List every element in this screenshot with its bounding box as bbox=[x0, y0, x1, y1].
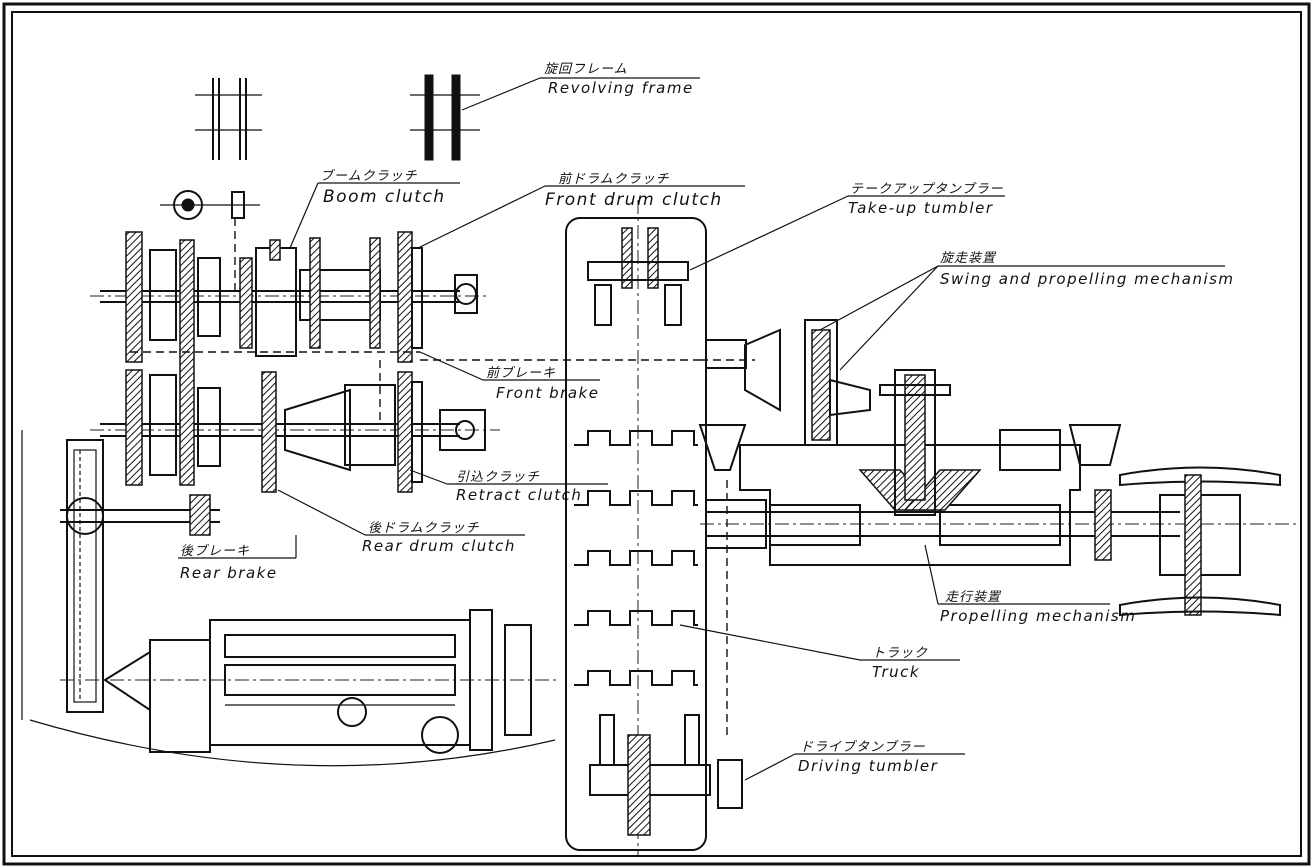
boom-clutch-jp: ブームクラッチ bbox=[320, 168, 418, 184]
front-brake-en: Front brake bbox=[496, 384, 599, 402]
label-front-brake: 前ブレーキ Front brake bbox=[486, 365, 599, 402]
revolving-frame-jp: 旋回フレーム bbox=[544, 62, 628, 77]
label-driving-tumbler: ドライブタンブラー Driving tumbler bbox=[798, 739, 938, 775]
engine bbox=[29, 609, 560, 767]
take-up-tumbler-en: Take-up tumbler bbox=[848, 199, 994, 217]
leader-lines bbox=[178, 77, 1225, 781]
label-propelling-mechanism: 走行装置 Propelling mechanism bbox=[940, 590, 1136, 625]
inner-border bbox=[11, 11, 1302, 857]
label-retract-clutch: 引込クラッチ Retract clutch bbox=[456, 470, 582, 504]
label-take-up-tumbler: テークアップタンブラー Take-up tumbler bbox=[848, 181, 1004, 217]
take-up-tumbler-jp: テークアップタンブラー bbox=[850, 181, 1004, 197]
front-brake-jp: 前ブレーキ bbox=[486, 365, 556, 381]
truck-en: Truck bbox=[872, 663, 920, 681]
revolving-frame-en: Revolving frame bbox=[548, 79, 694, 97]
label-rear-drum-clutch: 後ドラムクラッチ Rear drum clutch bbox=[362, 521, 516, 555]
label-truck: トラック Truck bbox=[872, 646, 928, 681]
drum-clutch-assembly bbox=[90, 190, 700, 493]
label-rear-brake: 後ブレーキ Rear brake bbox=[180, 543, 278, 582]
rear-brake-en: Rear brake bbox=[180, 564, 278, 582]
rear-brake-jp: 後ブレーキ bbox=[180, 543, 250, 559]
track bbox=[565, 200, 743, 855]
label-front-drum-clutch: 前ドラムクラッチ Front drum clutch bbox=[545, 172, 723, 210]
rear-drum-clutch-en: Rear drum clutch bbox=[362, 537, 516, 555]
label-boom-clutch: ブームクラッチ Boom clutch bbox=[320, 168, 446, 207]
rear-drum-clutch-jp: 後ドラムクラッチ bbox=[368, 521, 480, 536]
propelling-mechanism-jp: 走行装置 bbox=[945, 590, 1002, 605]
label-revolving-frame: 旋回フレーム Revolving frame bbox=[544, 62, 694, 97]
front-drum-clutch-en: Front drum clutch bbox=[545, 190, 723, 210]
swing-propelling-mechanism bbox=[698, 319, 1300, 617]
retract-clutch-en: Retract clutch bbox=[456, 486, 582, 504]
driving-tumbler-jp: ドライブタンブラー bbox=[800, 739, 926, 755]
swing-propelling-jp: 旋走装置 bbox=[940, 251, 997, 266]
boom-clutch-en: Boom clutch bbox=[323, 187, 446, 207]
propelling-mechanism-en: Propelling mechanism bbox=[940, 607, 1136, 625]
driving-tumbler-en: Driving tumbler bbox=[798, 757, 938, 775]
rear-brake-chain bbox=[21, 430, 220, 720]
label-swing-propelling: 旋走装置 Swing and propelling mechanism bbox=[940, 251, 1235, 288]
front-drum-clutch-jp: 前ドラムクラッチ bbox=[558, 172, 670, 187]
truck-jp: トラック bbox=[872, 646, 928, 661]
swing-propelling-en: Swing and propelling mechanism bbox=[940, 270, 1235, 288]
retract-clutch-jp: 引込クラッチ bbox=[456, 470, 540, 485]
revolving-frame-shafts bbox=[195, 74, 480, 161]
